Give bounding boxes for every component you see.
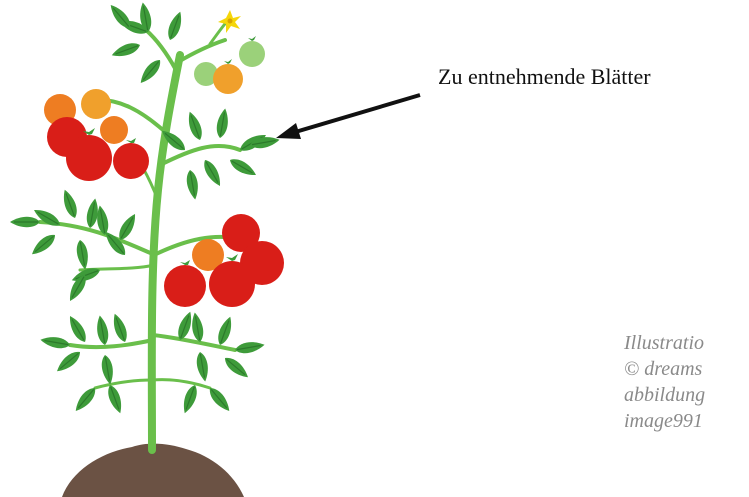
- annotation-arrow: [276, 95, 420, 139]
- credit-line: Illustratio: [624, 330, 705, 356]
- credit-line: image991: [624, 408, 705, 434]
- image-credit: Illustratio © dreams abbildung image991: [624, 330, 705, 434]
- leaves: [10, 2, 280, 415]
- annotation-label: Zu entnehmende Blätter: [438, 64, 651, 90]
- tomato-cluster-right: [164, 214, 284, 307]
- credit-line: © dreams: [624, 356, 705, 382]
- tomato-cluster-left: [44, 89, 149, 181]
- credit-line: abbildung: [624, 382, 705, 408]
- tomato-cluster-top: [194, 36, 265, 94]
